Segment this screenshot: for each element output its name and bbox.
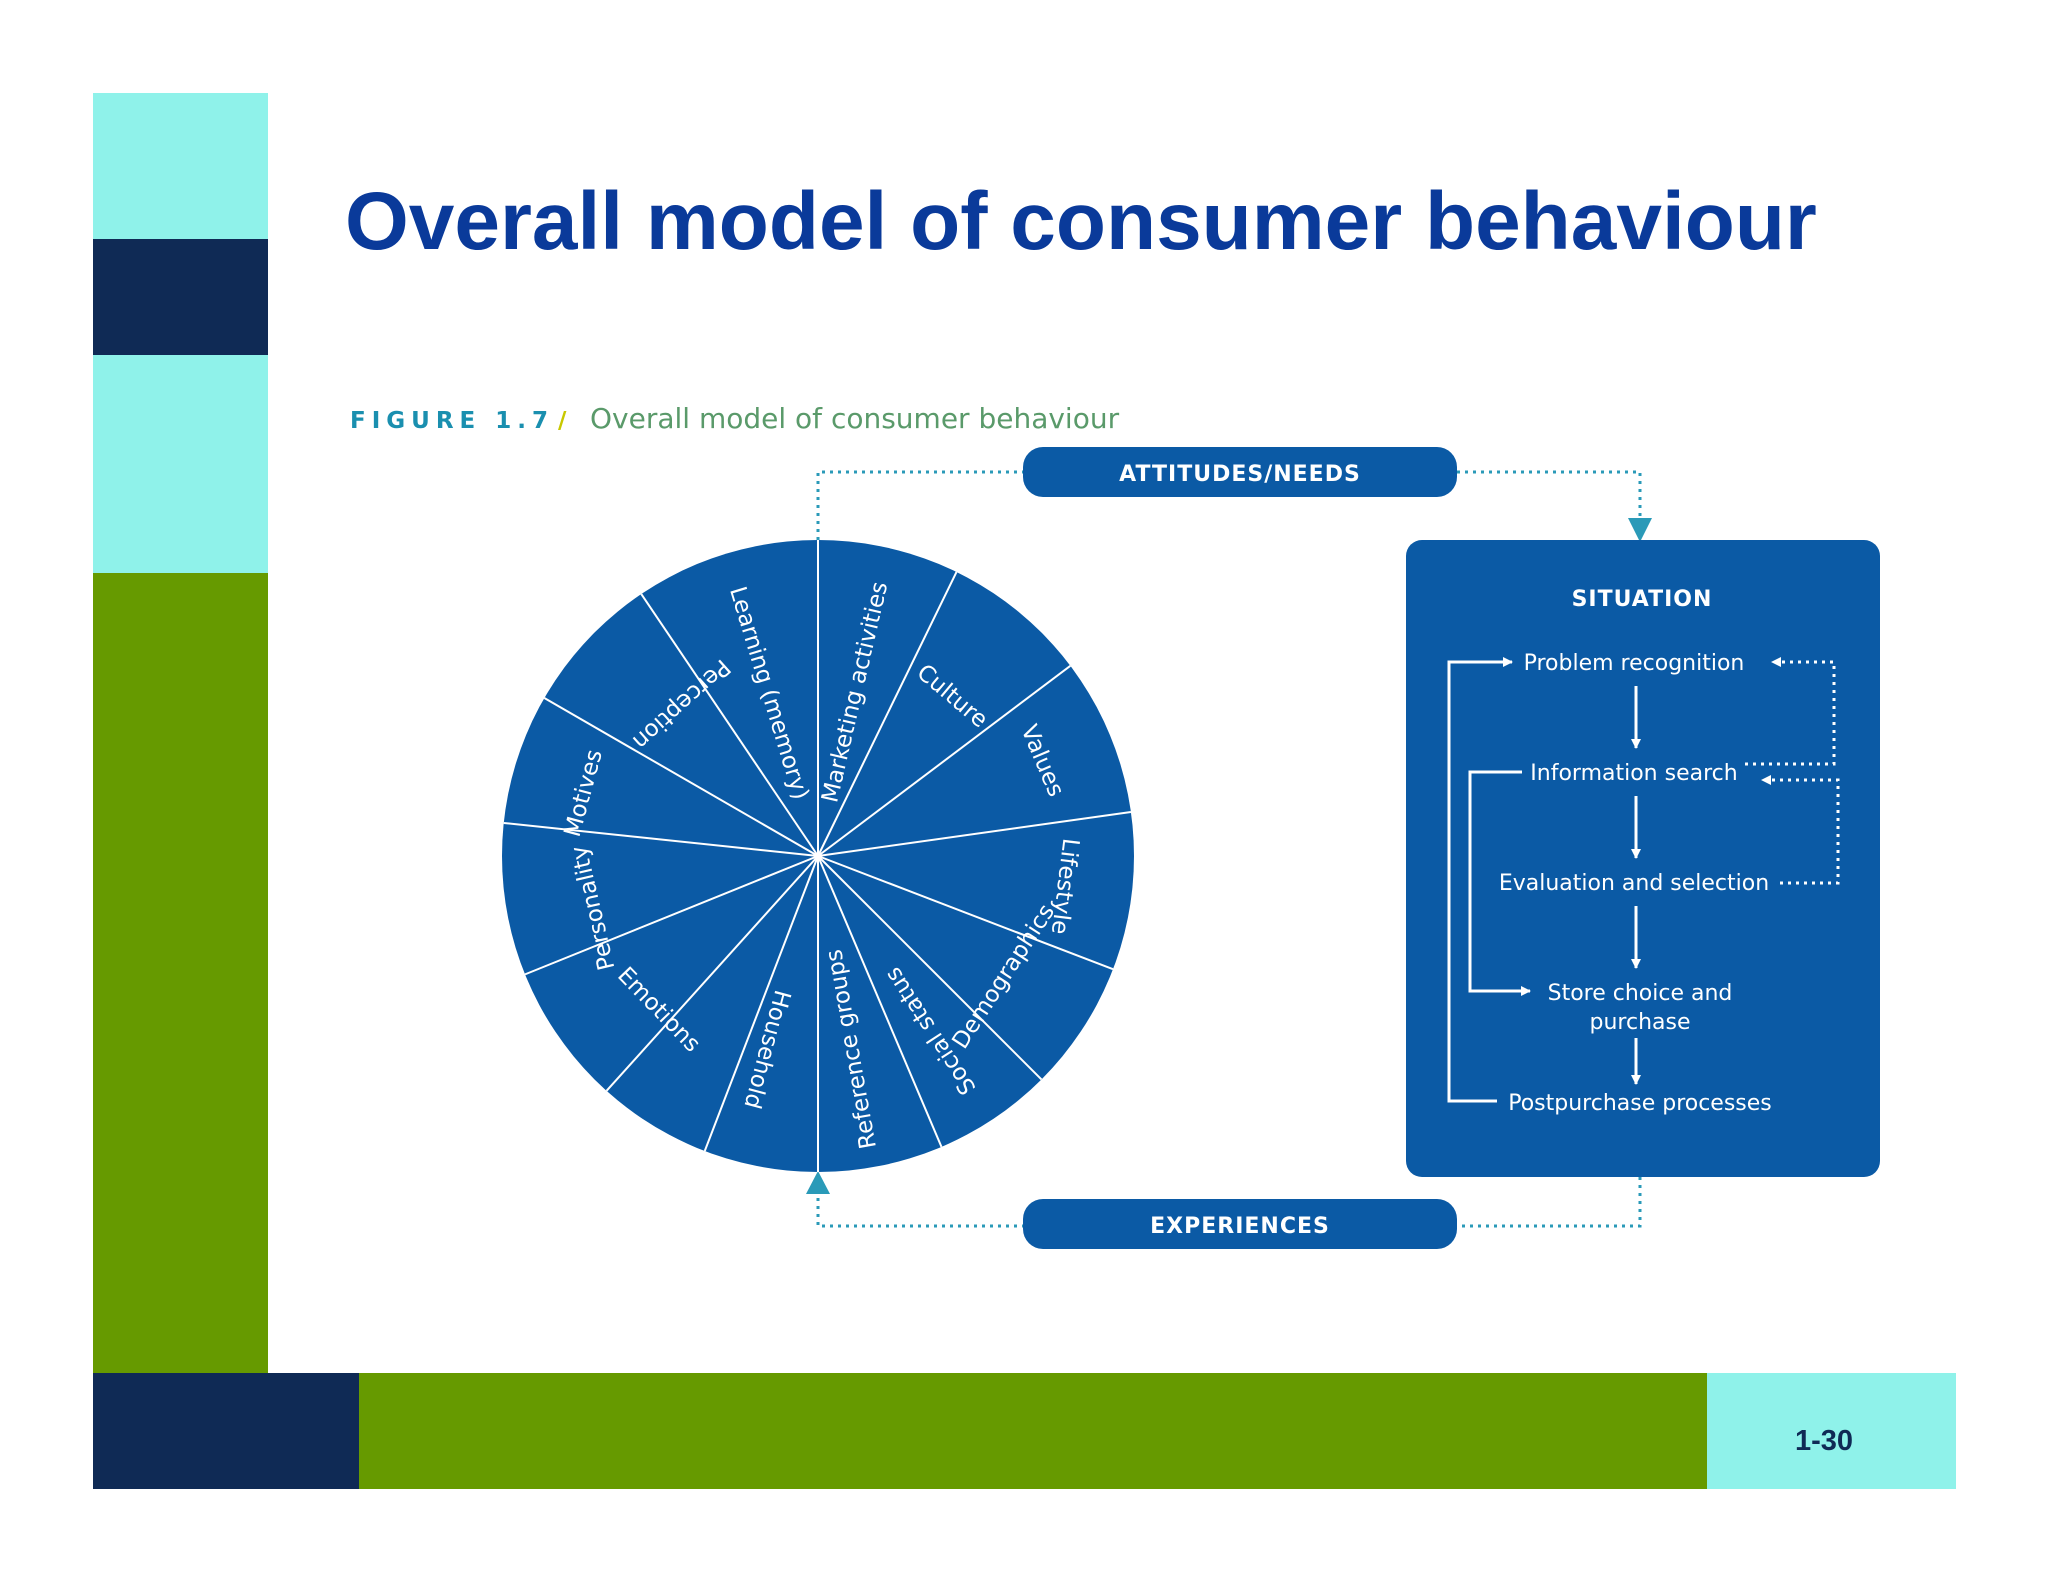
experiences-pill (1023, 1199, 1457, 1249)
step-problem-recognition: Problem recognition (1524, 651, 1745, 676)
experiences-label: EXPERIENCES (1150, 1214, 1330, 1239)
wheel-divider (817, 855, 1043, 1081)
wheel-divider (817, 855, 1114, 971)
footer-navy (93, 1373, 359, 1489)
wheel-divider (503, 821, 819, 857)
wheel-divider (524, 855, 819, 976)
attitudes-arrowhead (1628, 518, 1652, 542)
step-store-choice-line2: purchase (1590, 1010, 1691, 1035)
left-band-cyan-mid (93, 355, 268, 573)
attitudes-connector-left (816, 470, 1025, 540)
experiences-arrowhead (806, 1171, 830, 1194)
figure-caption: Overall model of consumer behaviour (590, 402, 1120, 435)
loop-postpurchase-to-problem (1447, 657, 1513, 1103)
wheel-divider (817, 571, 958, 857)
step-store-choice-line1: Store choice and (1548, 981, 1733, 1006)
experiences-connector-right (1457, 1177, 1642, 1228)
left-band-navy (93, 239, 268, 355)
loop-search-to-store (1468, 770, 1531, 996)
step-information-search: Information search (1530, 761, 1737, 786)
slide-title: Overall model of consumer behaviour (345, 176, 1817, 267)
attitudes-connector-right (1457, 470, 1642, 525)
figure-separator: / (558, 408, 567, 434)
left-band-cyan-top (93, 93, 268, 239)
step-postpurchase: Postpurchase processes (1508, 1091, 1772, 1116)
wheel-divider (817, 855, 943, 1148)
wheel-divider (640, 593, 819, 857)
footer-green (359, 1373, 1707, 1489)
wheel-divider (817, 811, 1132, 857)
wheel-divider (703, 855, 819, 1152)
attitudes-needs-pill (1023, 447, 1457, 497)
footer-cyan (1707, 1373, 1956, 1489)
wheel-divider (817, 665, 1071, 857)
left-band-green (93, 573, 268, 1373)
wheel-divider (543, 697, 819, 857)
step-evaluation-selection: Evaluation and selection (1499, 871, 1769, 896)
attitudes-needs-label: ATTITUDES/NEEDS (1119, 462, 1361, 487)
wheel-divider (605, 855, 819, 1092)
figure-label: FIGURE 1.7 (350, 408, 554, 434)
experiences-connector-left (816, 1190, 1025, 1228)
situation-panel (1406, 540, 1880, 1177)
page-number: 1-30 (1795, 1425, 1854, 1457)
situation-title: SITUATION (1572, 587, 1713, 612)
